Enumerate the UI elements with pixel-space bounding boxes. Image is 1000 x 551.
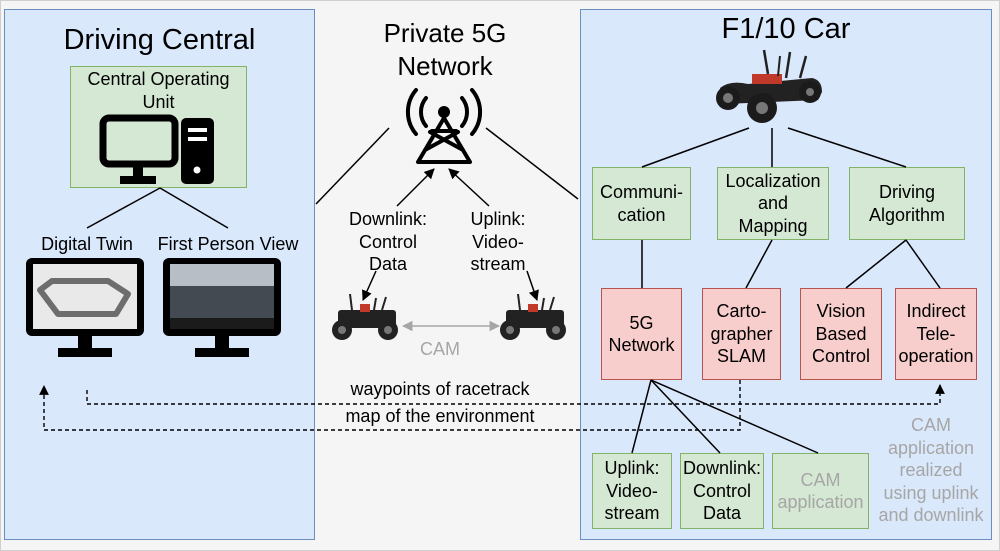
private-5g-network-title: Private 5G Network: [383, 18, 507, 81]
uplink-videostream-label-network: Uplink: Video- stream: [470, 209, 526, 274]
uplink-arrow: [448, 168, 490, 207]
driving-central-title: Driving Central: [63, 24, 256, 56]
driving-algorithm-label: Driving Algorithm: [868, 182, 946, 225]
uplink-car-arrow: [526, 270, 539, 301]
uplink-videostream-box: Uplink: Video- stream: [592, 453, 672, 529]
driving-algorithm-box: Driving Algorithm: [849, 167, 965, 240]
cam-application-label: CAM application: [777, 469, 864, 513]
cam-application-note: CAM application realized using uplink an…: [878, 415, 984, 525]
vision-based-control-label: Vision Based Control: [811, 301, 871, 367]
localization-mapping-label: Localization and Mapping: [725, 170, 821, 236]
cam-label: CAM: [420, 339, 460, 359]
digital-twin-monitor-icon: [26, 258, 144, 357]
downlink-control-data-label-network: Downlink: Control Data: [348, 209, 428, 274]
connector-line: [641, 127, 750, 168]
downlink-control-data-label: Downlink: Control Data: [682, 458, 762, 524]
downlink-car-arrow: [362, 270, 377, 301]
cartographer-slam-box: Carto- grapher SLAM: [702, 288, 781, 380]
connector-line: [845, 239, 907, 289]
map-dashed-arrow: [39, 380, 741, 431]
waypoints-dashed-arrow: [86, 384, 945, 405]
indirect-teleoperation-box: Indirect Tele- operation: [895, 288, 977, 380]
vision-based-control-box: Vision Based Control: [800, 288, 882, 380]
connector-line: [631, 379, 652, 454]
connector-line: [159, 187, 229, 229]
connector-line: [315, 127, 390, 205]
connector-line: [650, 379, 819, 454]
downlink-arrow: [396, 168, 435, 207]
digital-twin-label: Digital Twin: [41, 234, 133, 254]
communication-box: Communi- cation: [592, 167, 691, 240]
5g-network-label: 5G Network: [608, 312, 675, 356]
downlink-control-data-box: Downlink: Control Data: [680, 453, 764, 529]
connector-line: [650, 379, 721, 454]
car-icon: [500, 293, 566, 340]
connector-line: [86, 187, 161, 229]
first-person-view-label: First Person View: [157, 234, 299, 254]
cam-application-box: CAM application: [772, 453, 869, 529]
f1-10-car-title: F1/10 Car: [721, 13, 851, 45]
connector-line: [745, 239, 773, 289]
map-label: map of the environment: [345, 406, 535, 426]
cartographer-slam-label: Carto- grapher SLAM: [710, 301, 773, 367]
waypoints-label: waypoints of racetrack: [350, 379, 530, 399]
first-person-view-monitor-icon: [163, 258, 281, 357]
antenna-tower-icon: [405, 88, 483, 164]
f1-10-car-icon: [716, 49, 822, 123]
localization-mapping-box: Localization and Mapping: [717, 167, 829, 240]
connector-line: [787, 127, 907, 168]
connector-line: [905, 239, 941, 289]
indirect-teleoperation-label: Indirect Tele- operation: [898, 301, 974, 367]
connector-line: [485, 127, 579, 200]
5g-network-box: 5G Network: [601, 288, 682, 380]
communication-label: Communi- cation: [599, 182, 683, 225]
central-operating-unit-label: Central Operating Unit: [87, 69, 230, 112]
car-icon: [332, 293, 398, 340]
computer-icon: [99, 114, 214, 184]
uplink-videostream-label: Uplink: Video- stream: [604, 458, 660, 524]
